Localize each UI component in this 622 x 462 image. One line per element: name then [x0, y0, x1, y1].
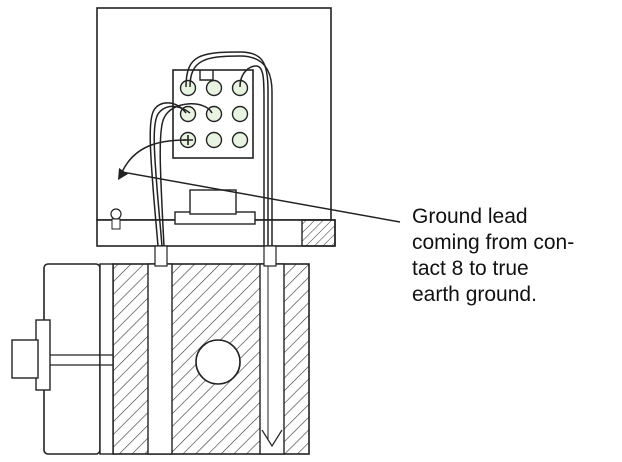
connector-pin-8 [205, 131, 223, 149]
connector-pin-1 [179, 79, 197, 97]
callout-line-4: earth ground. [412, 283, 537, 306]
ground-lead-wire [121, 139, 187, 173]
connector-pin-2 [205, 79, 223, 97]
center-bore [195, 339, 241, 385]
callout-line-1: Ground lead [412, 205, 528, 228]
callout-leader [121, 171, 401, 223]
ground-lead-arrow [118, 168, 128, 180]
mounting-plate [96, 189, 336, 247]
wire-right [239, 65, 265, 246]
wires [121, 51, 273, 247]
connector-pins [179, 79, 249, 149]
callout-line-3: tact 8 to true [412, 257, 529, 280]
wire-left [149, 102, 187, 247]
connector-pin-9 [231, 131, 249, 149]
connector-pin-6 [231, 105, 249, 123]
coil-assembly [11, 263, 114, 455]
callout-line-2: coming from con- [412, 231, 575, 254]
ground-lead-callout: Ground lead coming from con- tact 8 to t… [412, 204, 617, 308]
valve-body [112, 245, 310, 455]
wire-top-loop [185, 51, 269, 246]
